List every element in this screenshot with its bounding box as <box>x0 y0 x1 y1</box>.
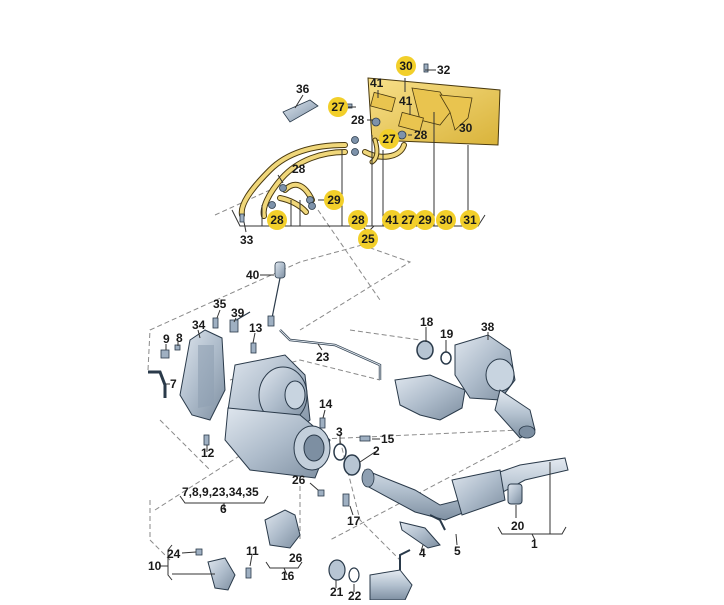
callout-14: 14 <box>319 397 333 411</box>
callout-41: 41 <box>370 76 384 90</box>
callout-32: 32 <box>437 63 451 77</box>
turbocharger-38 <box>394 334 536 439</box>
callout-21: 21 <box>330 585 344 599</box>
bracket-16 <box>264 509 301 549</box>
callout-28: 28 <box>351 113 365 127</box>
callout-2: 2 <box>373 444 380 458</box>
callout-28: 28 <box>414 128 428 142</box>
callout-13: 13 <box>249 321 263 335</box>
callout-12: 12 <box>201 446 215 460</box>
bolt-12 <box>203 434 210 446</box>
callout-badge-29: 29 <box>324 190 344 210</box>
callout-15: 15 <box>381 432 395 446</box>
callout-19: 19 <box>440 327 454 341</box>
bolt-15 <box>359 435 371 442</box>
callout-8: 8 <box>176 331 183 345</box>
catalytic-converter-body <box>224 354 331 479</box>
callout-badge-31: 31 <box>460 210 480 230</box>
callout-4: 4 <box>419 546 426 560</box>
callout-3: 3 <box>336 425 343 439</box>
bolt-14 <box>319 417 326 429</box>
bracket-36 <box>282 99 319 123</box>
callout-34: 34 <box>192 318 206 332</box>
callout-6: 6 <box>220 502 227 516</box>
callout-badge-25: 25 <box>358 229 378 249</box>
heat-shield-panel <box>367 77 501 146</box>
callout-badge-27: 27 <box>328 97 348 117</box>
callout-9: 9 <box>163 332 170 346</box>
pipe-hanger <box>429 514 446 531</box>
hanger-20 <box>507 483 523 505</box>
lower-pipe <box>369 549 413 601</box>
callout-5: 5 <box>454 544 461 558</box>
callout-badge-30: 30 <box>436 210 456 230</box>
callout-40: 40 <box>246 268 260 282</box>
callout-badge-28: 28 <box>267 210 287 230</box>
callout-6-group: 7,8,9,23,34,35 <box>182 485 259 499</box>
pipe-23-inner <box>279 329 381 380</box>
callout-30: 30 <box>459 121 473 135</box>
pipe-7 <box>148 370 167 398</box>
heat-shield-34 <box>179 329 226 421</box>
hose-clamps <box>268 117 407 210</box>
vacuum-hoses <box>238 137 407 219</box>
callout-11: 11 <box>246 544 259 558</box>
bracket-10 <box>207 557 236 591</box>
callout-20: 20 <box>511 519 525 533</box>
rings-2-3 <box>333 443 361 476</box>
callout-28: 28 <box>292 162 306 176</box>
callout-39: 39 <box>231 306 245 320</box>
bolt-17 <box>342 493 350 507</box>
callout-33: 33 <box>240 233 254 247</box>
callout-23: 23 <box>316 350 330 364</box>
bolt-24 <box>195 548 203 556</box>
nut-9-8 <box>160 344 181 359</box>
callout-24: 24 <box>167 547 181 561</box>
bolt-11 <box>245 567 252 579</box>
callout-17: 17 <box>347 514 361 528</box>
callout-badge-27: 27 <box>398 210 418 230</box>
callout-badge-30: 30 <box>396 56 416 76</box>
clamp-21-ring-22 <box>328 559 360 583</box>
bracket-4 <box>399 521 441 549</box>
callout-41: 41 <box>399 94 413 108</box>
callout-badge-27: 27 <box>379 129 399 149</box>
sensor-40 <box>267 261 286 327</box>
callout-16: 16 <box>281 569 295 583</box>
exhaust-pipe-1 <box>361 457 569 521</box>
callout-22: 22 <box>348 589 362 603</box>
callout-38: 38 <box>481 320 495 334</box>
callout-badge-29: 29 <box>415 210 435 230</box>
callout-7: 7 <box>170 377 177 391</box>
dashed-guides <box>147 189 521 561</box>
callout-26: 26 <box>289 551 303 565</box>
callout-badge-41: 41 <box>382 210 402 230</box>
callout-18: 18 <box>420 315 434 329</box>
callout-26: 26 <box>292 473 306 487</box>
callout-36: 36 <box>296 82 310 96</box>
callout-badge-28: 28 <box>348 210 368 230</box>
bolt-13 <box>250 342 257 354</box>
callout-10: 10 <box>148 559 162 573</box>
leader-lines <box>160 69 567 592</box>
callout-35: 35 <box>213 297 227 311</box>
sensor-39 <box>229 311 251 333</box>
bolt-35 <box>212 317 219 329</box>
callout-1: 1 <box>531 537 538 551</box>
bolt-26 <box>317 489 325 497</box>
